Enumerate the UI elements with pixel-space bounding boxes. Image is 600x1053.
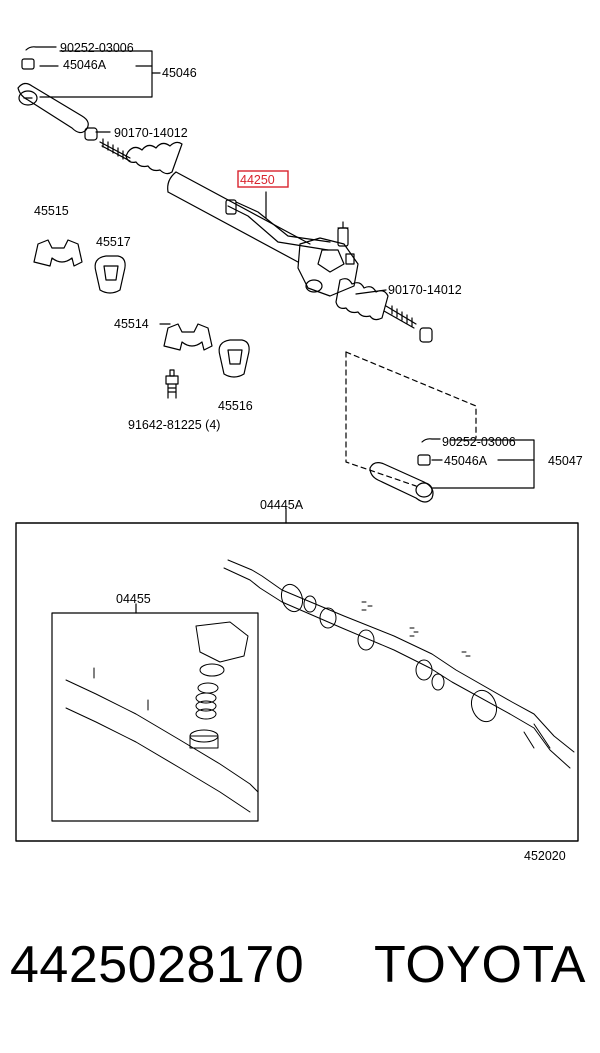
label-figure-no: 452020 bbox=[524, 849, 566, 863]
label-grommet-a: 45517 bbox=[96, 235, 131, 249]
grommet-45516[interactable] bbox=[218, 339, 250, 378]
label-rack-assy[interactable]: 44250 bbox=[240, 173, 275, 187]
rack-exploded-view bbox=[223, 559, 575, 769]
label-seal-kit: 04455 bbox=[116, 592, 151, 606]
label-tie-end-left: 45046 bbox=[162, 66, 197, 80]
label-bracket-b: 45514 bbox=[114, 317, 149, 331]
label-nut-top: 45046A bbox=[63, 58, 107, 72]
label-boot-clamp-right: 90170-14012 bbox=[388, 283, 462, 297]
tie-rod-end-right[interactable] bbox=[369, 438, 441, 503]
rack-and-pinion-assembly[interactable] bbox=[84, 127, 417, 329]
gasket-kit-frame bbox=[15, 522, 579, 842]
steering-rack-parts-diagram: 90252-03006 45046A 45046 90170-14012 442… bbox=[15, 41, 583, 863]
bolt-91642[interactable] bbox=[165, 369, 179, 399]
seal-kit-frame bbox=[51, 612, 259, 822]
pinion-seal-exploded-view bbox=[65, 621, 259, 813]
bracket-45514[interactable] bbox=[163, 323, 213, 351]
label-tie-end-right: 45047 bbox=[548, 454, 583, 468]
label-bolt: 91642-81225 (4) bbox=[128, 418, 220, 432]
highlight-rack-assy bbox=[237, 170, 289, 188]
label-grommet-b: 45516 bbox=[218, 399, 253, 413]
brand-name: TOYOTA bbox=[374, 936, 586, 994]
label-nut-bottom: 45046A bbox=[444, 454, 488, 468]
tie-rod-end-left[interactable] bbox=[17, 46, 89, 134]
footer-caption: 4425028170 TOYOTA bbox=[0, 935, 600, 1015]
bracket-45515[interactable] bbox=[33, 239, 83, 267]
label-clip-top: 90252-03006 bbox=[60, 41, 134, 55]
label-gasket-kit: 04445A bbox=[260, 498, 304, 512]
label-clip-bottom: 90252-03006 bbox=[442, 435, 516, 449]
label-boot-clamp-left: 90170-14012 bbox=[114, 126, 188, 140]
grommet-45517[interactable] bbox=[94, 255, 126, 294]
label-bracket-a: 45515 bbox=[34, 204, 69, 218]
part-number: 4425028170 bbox=[10, 936, 305, 994]
